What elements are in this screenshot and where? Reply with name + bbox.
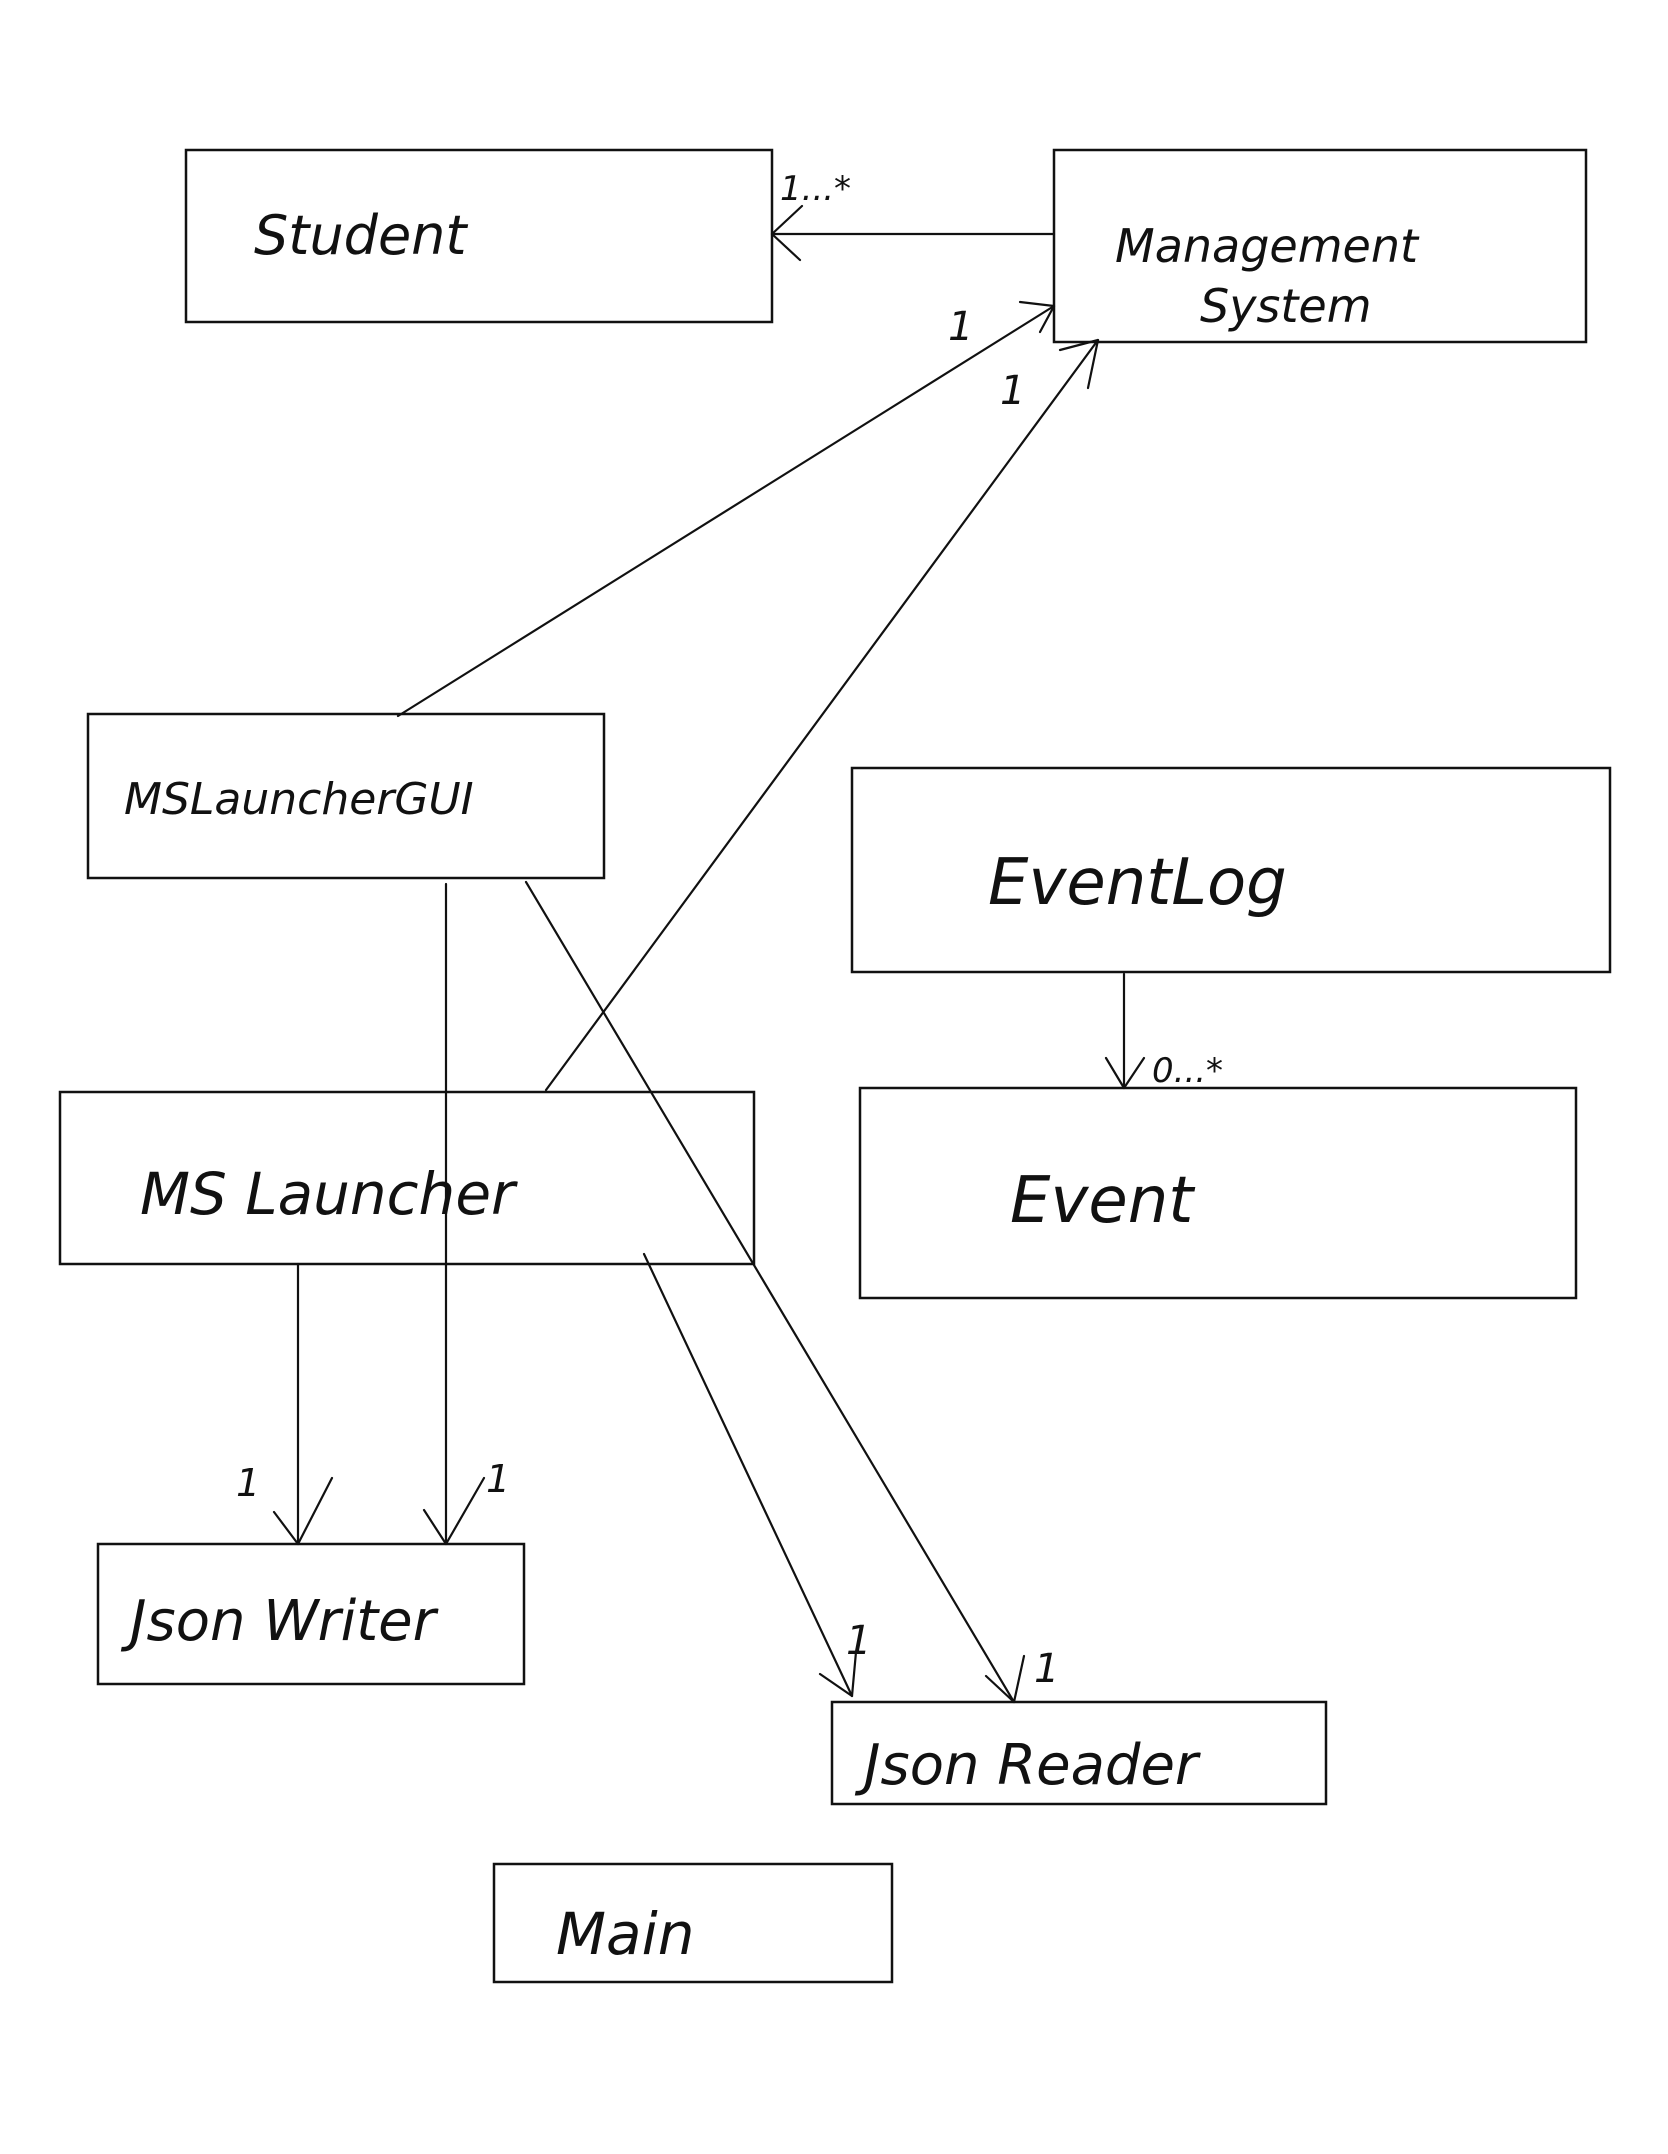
multiplicity-launcher-writer: 1 bbox=[236, 1461, 260, 1505]
class-label-main: Main bbox=[556, 1900, 694, 1968]
class-box-main[interactable]: Main bbox=[492, 1862, 894, 1984]
association-launcher-reader: 1 bbox=[642, 1252, 871, 1698]
multiplicity-ms-student: 1...* bbox=[780, 169, 851, 209]
association-gui-writer: 1 bbox=[422, 882, 510, 1546]
class-label-eventlog: EventLog bbox=[988, 846, 1287, 920]
multiplicity-gui-writer: 1 bbox=[486, 1457, 510, 1501]
class-label-event: Event bbox=[1010, 1164, 1196, 1238]
class-box-jsonreader[interactable]: Json Reader bbox=[830, 1700, 1328, 1806]
class-label-jsonwriter: Json Writer bbox=[120, 1589, 439, 1654]
association-eventlog-event: 0...* bbox=[1104, 972, 1223, 1091]
multiplicity-launcher-reader: 1 bbox=[846, 1618, 871, 1664]
class-box-mslaunchergui[interactable]: MSLauncherGUI bbox=[86, 712, 606, 880]
class-label-student: Student bbox=[254, 204, 468, 267]
class-box-event[interactable]: Event bbox=[858, 1086, 1578, 1300]
class-label-mslauncher: MS Launcher bbox=[140, 1160, 518, 1228]
class-label-management-system: Management System bbox=[1115, 219, 1433, 333]
class-box-student[interactable]: Student bbox=[184, 148, 774, 324]
association-gui-reader: 1 bbox=[524, 880, 1059, 1704]
multiplicity-gui-ms: 1 bbox=[948, 304, 973, 350]
class-label-jsonreader: Json Reader bbox=[854, 1733, 1201, 1798]
multiplicity-eventlog-event: 0...* bbox=[1152, 1051, 1223, 1091]
association-gui-ms: 1 bbox=[396, 300, 1056, 718]
multiplicity-launcher-ms: 1 bbox=[1000, 368, 1025, 414]
class-box-mslauncher[interactable]: MS Launcher bbox=[58, 1090, 756, 1266]
class-box-eventlog[interactable]: EventLog bbox=[850, 766, 1612, 974]
class-box-jsonwriter[interactable]: Json Writer bbox=[96, 1542, 526, 1686]
association-launcher-ms: 1 bbox=[544, 338, 1100, 1092]
association-launcher-writer: 1 bbox=[236, 1262, 334, 1546]
multiplicity-gui-reader: 1 bbox=[1034, 1646, 1059, 1692]
association-ms-student: 1...* bbox=[770, 169, 1056, 262]
class-box-management-system[interactable]: Management System bbox=[1052, 148, 1588, 344]
class-label-mslaunchergui: MSLauncherGUI bbox=[124, 774, 474, 825]
